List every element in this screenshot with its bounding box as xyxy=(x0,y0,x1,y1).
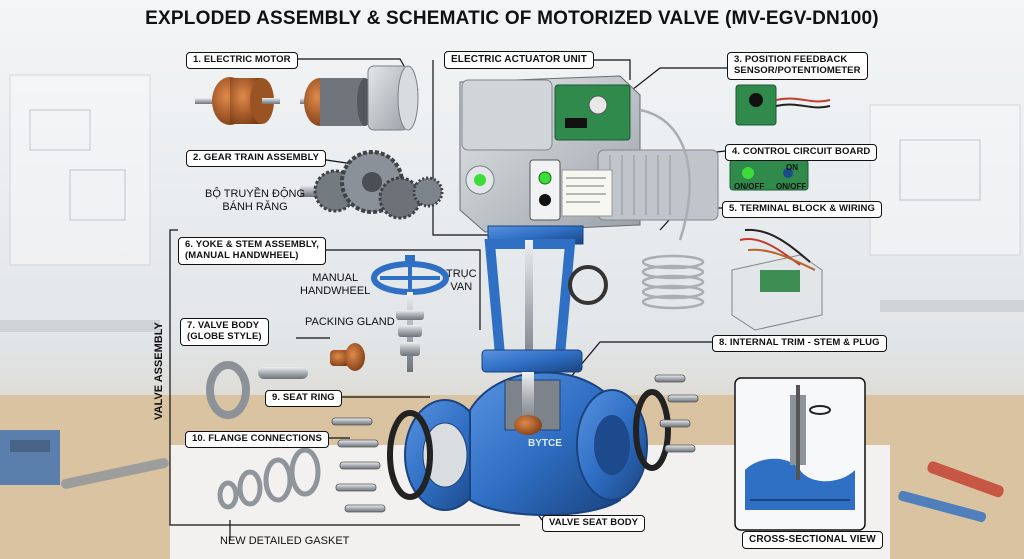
label-valve-seat-body: VALVE SEAT BODY xyxy=(542,515,646,532)
bg-shelf-left xyxy=(0,320,160,332)
bolts-left xyxy=(331,417,386,513)
bg-whiteboard-right xyxy=(869,104,1021,256)
bg-wrench xyxy=(60,458,169,489)
gear-train-vn-line2: BÁNH RĂNG xyxy=(222,200,288,213)
manual-handwheel-line1: MANUAL xyxy=(312,272,359,284)
control-board-onoff-left: ON/OFF xyxy=(734,182,765,191)
label-internal-trim: 8. INTERNAL TRIM - STEM & PLUG xyxy=(712,335,887,352)
flange-gasket-left xyxy=(387,410,433,500)
truc-van-line2: VAN xyxy=(450,280,473,293)
label-seat-ring: 9. SEAT RING xyxy=(265,390,342,407)
label-gear-train-vn: BỘ TRUYỀN ĐỘNG BÁNH RĂNG xyxy=(205,188,305,213)
label-manual-handwheel: MANUAL HANDWHEEL xyxy=(300,272,370,297)
label-valve-body: 7. VALVE BODY (GLOBE STYLE) xyxy=(180,318,269,346)
diagram-title: EXPLODED ASSEMBLY & SCHEMATIC OF MOTORIZ… xyxy=(145,8,879,29)
washers xyxy=(217,447,321,510)
truc-van-line1: TRỤC xyxy=(446,268,477,280)
stem-part xyxy=(396,292,424,372)
label-terminal-block: 5. TERMINAL BLOCK & WIRING xyxy=(722,201,882,218)
bg-toolbox xyxy=(0,430,60,485)
yoke-line2: (MANUAL HANDWHEEL) xyxy=(185,249,299,261)
label-electric-motor: 1. ELECTRIC MOTOR xyxy=(186,52,298,69)
valve-body-line1: 7. VALVE BODY xyxy=(187,320,260,331)
label-gasket: NEW DETAILED GASKET xyxy=(220,535,350,547)
manual-handwheel-line2: HANDWHEEL xyxy=(300,284,371,297)
control-board xyxy=(729,159,809,191)
valve-ring-part xyxy=(206,361,250,419)
valve-body-line2: (GLOBE STYLE) xyxy=(187,330,262,342)
terminal-block xyxy=(731,228,823,331)
motor-housing xyxy=(367,65,419,131)
label-gear-train: 2. GEAR TRAIN ASSEMBLY xyxy=(186,150,327,167)
flange-gasket-right xyxy=(633,389,671,471)
bolts-right xyxy=(654,374,699,453)
control-board-on-label: ON xyxy=(786,163,798,172)
motor-stator xyxy=(300,78,373,126)
label-truc-van: TRỤC VAN xyxy=(446,268,477,293)
control-board-onoff-right: ON/OFF xyxy=(776,182,807,191)
label-flange-connections: 10. FLANGE CONNECTIONS xyxy=(185,431,329,448)
label-cross-section: CROSS-SECTIONAL VIEW xyxy=(742,531,883,549)
position-feedback-line1: 3. POSITION FEEDBACK xyxy=(734,54,848,65)
cross-section-inset xyxy=(734,377,866,531)
bg-whiteboard-left xyxy=(9,74,151,266)
label-yoke-stem: 6. YOKE & STEM ASSEMBLY, (MANUAL HANDWHE… xyxy=(178,237,327,265)
label-actuator-unit: ELECTRIC ACTUATOR UNIT xyxy=(444,51,594,69)
label-position-feedback: 3. POSITION FEEDBACK SENSOR/POTENTIOMETE… xyxy=(727,52,868,80)
feedback-sensor-part xyxy=(735,84,831,126)
label-control-board: 4. CONTROL CIRCUIT BOARD xyxy=(725,144,878,161)
gear-train xyxy=(300,150,444,220)
gear-train-vn-line1: BỘ TRUYỀN ĐỘNG xyxy=(205,188,306,200)
label-packing-gland: PACKING GLAND xyxy=(305,316,395,328)
label-valve-assembly: VALVE ASSEMBLY xyxy=(153,322,165,420)
feedback-pcb-actuator xyxy=(554,84,631,141)
position-feedback-line2: SENSOR/POTENTIOMETER xyxy=(734,64,861,76)
yoke-line1: 6. YOKE & STEM ASSEMBLY, xyxy=(185,239,320,250)
bg-screwdrivers xyxy=(898,461,1004,523)
valve-body-cast-text: BYTCE xyxy=(528,438,562,449)
coiled-cable xyxy=(639,108,705,310)
bg-shelf-right xyxy=(880,300,1024,312)
motor-rotor xyxy=(195,77,280,125)
valve-stem-part xyxy=(258,367,308,379)
valve-plug-part xyxy=(330,343,365,371)
